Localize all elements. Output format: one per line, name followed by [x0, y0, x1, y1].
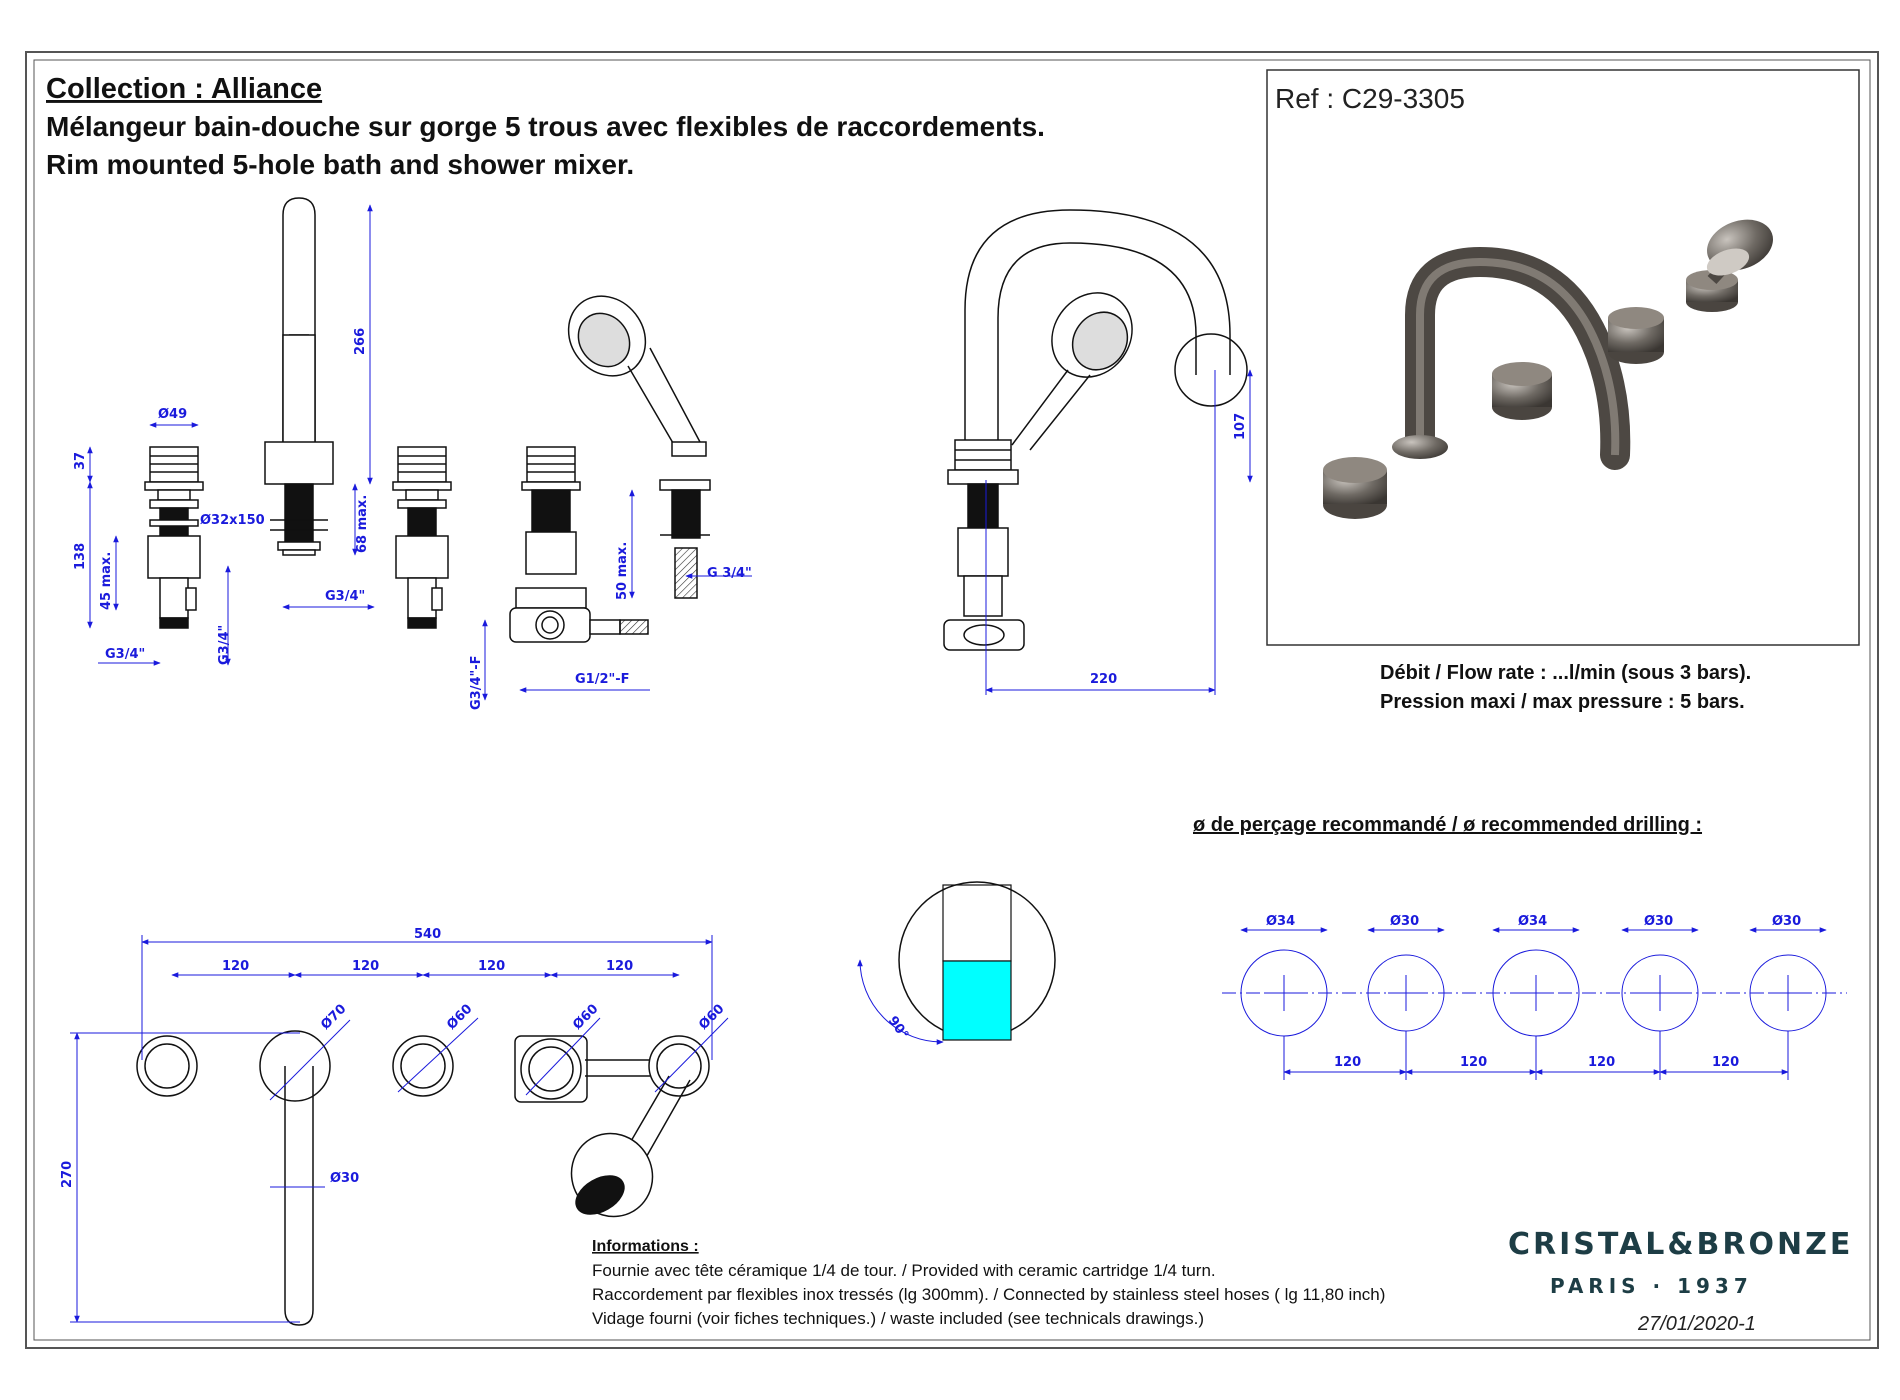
dim-d60-a: Ø60	[444, 1002, 475, 1033]
drilling-hole-5: Ø30	[1772, 914, 1801, 929]
drilling-hole-4: Ø30	[1644, 914, 1673, 929]
spout-front-view	[943, 209, 1248, 651]
dim-d30: Ø30	[330, 1171, 359, 1186]
flow-rate: Débit / Flow rate : ...l/min (sous 3 bar…	[1380, 662, 1751, 684]
drilling-title: ø de perçage recommandé / ø recommended …	[1193, 814, 1702, 836]
side-view-diverter	[509, 446, 649, 643]
drilling-spacing-1: 120	[1334, 1055, 1361, 1070]
brand-name: CRISTAL&BRONZE	[1508, 1227, 1853, 1262]
drilling-holes	[1222, 927, 1847, 1080]
dim-138: 138	[73, 543, 88, 570]
inner-border	[33, 59, 1871, 1341]
document-date: 27/01/2020-1	[1637, 1313, 1756, 1335]
dim-68-max: 68 max.	[355, 495, 370, 553]
dim-g34-vertical: G3/4"	[217, 625, 232, 665]
reference-code: Ref : C29-3305	[1275, 83, 1465, 114]
dim-spacing-2: 120	[352, 959, 379, 974]
dim-diameter-49: Ø49	[158, 407, 187, 422]
dim-g12f: G1/2"-F	[575, 672, 630, 687]
outer-border	[25, 51, 1879, 1349]
side-view-dimensions	[87, 204, 752, 701]
spout-dimensions	[985, 369, 1253, 695]
dim-spout-height: 266	[353, 328, 368, 355]
dim-spout-outlet: 107	[1233, 413, 1248, 440]
dim-d70: Ø70	[318, 1002, 349, 1033]
product-title-en: Rim mounted 5-hole bath and shower mixer…	[46, 149, 634, 180]
drilling-spacing-2: 120	[1460, 1055, 1487, 1070]
dim-50-max: 50 max.	[615, 542, 630, 600]
dim-37: 37	[73, 452, 88, 470]
drilling-spacing-4: 120	[1712, 1055, 1739, 1070]
dim-45-max: 45 max.	[99, 552, 114, 610]
dim-g34-bottom: G3/4"	[105, 647, 145, 662]
dim-g34f: G3/4"-F	[469, 655, 484, 710]
drilling-hole-2: Ø30	[1390, 914, 1419, 929]
dim-spout-thread: G3/4"	[325, 589, 365, 604]
dim-total-540: 540	[414, 927, 441, 942]
brand-subtitle: PARIS · 1937	[1550, 1274, 1753, 1298]
collection-title: Collection : Alliance	[46, 73, 322, 105]
dim-rod: Ø32x150	[200, 513, 265, 528]
dim-g34-hand: G 3/4"	[707, 566, 752, 581]
side-view-valve-left	[144, 446, 204, 629]
side-view-spout	[264, 197, 334, 556]
side-view-valve-middle	[392, 446, 452, 629]
drilling-hole-3: Ø34	[1518, 914, 1547, 929]
info-line-2: Raccordement par flexibles inox tressés …	[592, 1285, 1385, 1304]
info-title: Informations :	[592, 1238, 699, 1255]
detail-angle: 90°	[885, 1014, 911, 1043]
info-line-1: Fournie avec tête céramique 1/4 de tour.…	[592, 1261, 1216, 1280]
info-line-3: Vidage fourni (voir fiches techniques.) …	[592, 1309, 1204, 1328]
detail-view	[857, 881, 1056, 1045]
side-view-hand-shower	[567, 295, 711, 599]
dim-spacing-1: 120	[222, 959, 249, 974]
drilling-spacing-3: 120	[1588, 1055, 1615, 1070]
top-view-dimensions	[70, 935, 729, 1323]
drilling-hole-1: Ø34	[1266, 914, 1295, 929]
dim-spacing-4: 120	[606, 959, 633, 974]
dim-depth-270: 270	[60, 1161, 75, 1188]
product-render-panel: Ref : C29-3305	[1266, 69, 1860, 646]
dim-spout-reach: 220	[1090, 672, 1117, 687]
top-view	[136, 1030, 710, 1326]
dim-spacing-3: 120	[478, 959, 505, 974]
max-pressure: Pression maxi / max pressure : 5 bars.	[1380, 691, 1745, 713]
product-title-fr: Mélangeur bain-douche sur gorge 5 trous …	[46, 111, 1045, 142]
dim-d60-b: Ø60	[570, 1002, 601, 1033]
